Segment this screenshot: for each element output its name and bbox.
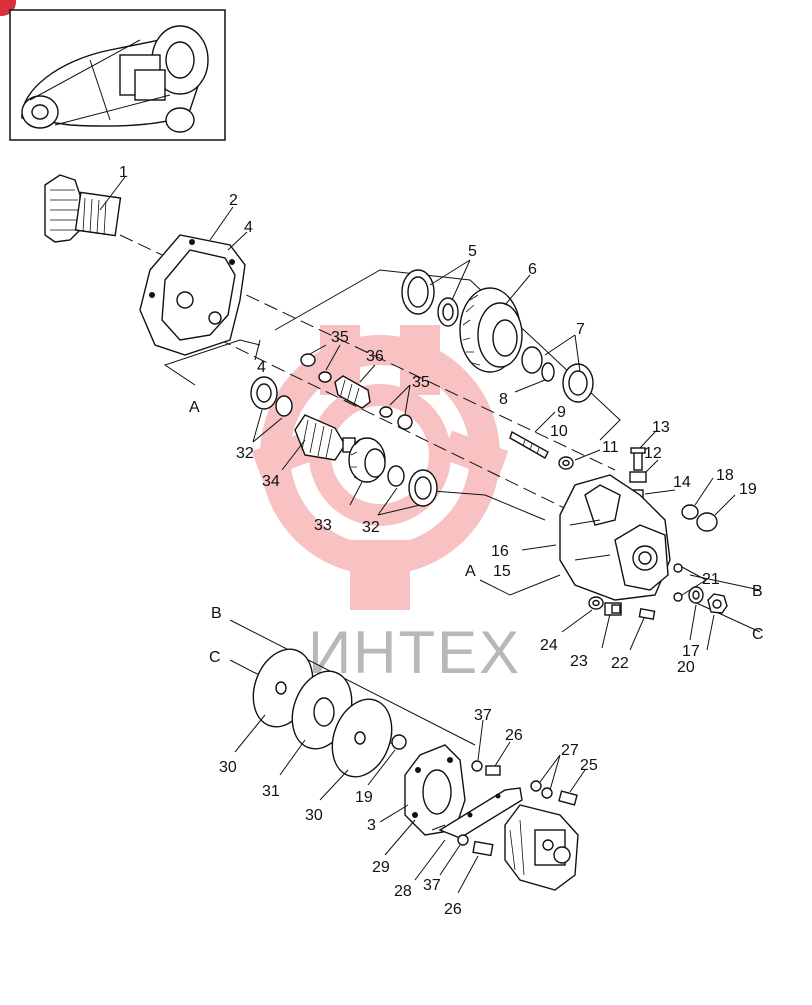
part-16-gearbox-housing	[559, 474, 671, 601]
part-33-gear	[348, 437, 386, 483]
label-part-31: 31	[262, 783, 280, 800]
label-part-19b: 19	[355, 789, 373, 806]
part-12-nut	[629, 471, 647, 483]
label-part-2: 2	[229, 192, 238, 209]
corner-badge	[0, 0, 16, 16]
leader-lines	[99, 176, 736, 894]
part-17-washer	[688, 586, 704, 604]
part-37-washers	[457, 760, 483, 846]
part-6-gear	[459, 287, 523, 373]
label-part-28: 28	[394, 883, 412, 900]
part-1-sprocket-shaft	[44, 174, 122, 243]
label-part-12: 12	[644, 445, 662, 462]
label-part-35a: 35	[331, 329, 349, 346]
label-part-20: 20	[677, 659, 695, 676]
part-24-washer	[588, 596, 604, 610]
label-part-32a: 32	[236, 445, 254, 462]
label-part-1: 1	[119, 164, 128, 181]
label-part-4a: 4	[244, 219, 253, 236]
label-part-11: 11	[602, 439, 619, 456]
label-part-6: 6	[528, 261, 537, 278]
label-part-14: 14	[673, 474, 691, 491]
part-19-cap	[696, 512, 718, 532]
label-part-30b: 30	[305, 807, 323, 824]
part-8-snap-ring	[541, 362, 555, 382]
label-part-35b: 35	[412, 374, 430, 391]
label-part-19a: 19	[739, 481, 757, 498]
part-5-bearings	[401, 269, 459, 327]
part-27-washers	[530, 780, 553, 799]
label-part-27: 27	[561, 742, 579, 759]
label-connector-A1: A	[189, 399, 200, 416]
part-22-screw	[638, 608, 656, 620]
label-part-21: 21	[702, 571, 720, 588]
part-20-nut	[707, 593, 728, 614]
label-connector-B1: B	[752, 583, 763, 600]
label-part-17: 17	[682, 643, 700, 660]
label-part-10: 10	[550, 423, 568, 440]
watermark-text: ИНТЕХ	[308, 619, 521, 686]
part-18-plug	[681, 504, 699, 520]
label-part-4b: 4	[257, 359, 266, 376]
part-30-disc-right	[331, 698, 393, 778]
part-35-bearings	[300, 353, 413, 430]
part-19-cap-lower	[391, 734, 407, 750]
label-part-25: 25	[580, 757, 598, 774]
label-part-9: 9	[557, 404, 566, 421]
label-part-30a: 30	[219, 759, 237, 776]
label-part-15: 15	[493, 563, 511, 580]
label-part-3: 3	[367, 817, 376, 834]
part-36-shaft	[334, 375, 371, 409]
part-9-pin	[509, 430, 549, 459]
label-connector-B2: B	[211, 605, 222, 622]
label-part-18: 18	[716, 467, 734, 484]
label-connector-C1: C	[752, 626, 764, 643]
part-29-gasket	[431, 824, 446, 831]
part-23-bolt	[604, 602, 622, 616]
label-part-37b: 37	[423, 877, 441, 894]
part-labels: 1 2 4 4 5 6 7 8 9 10 11 12 13 14 18 19 1…	[119, 164, 764, 918]
lower-axis-b	[229, 619, 476, 746]
part-28-bracket	[438, 787, 523, 839]
label-part-24: 24	[540, 637, 558, 654]
label-part-7: 7	[576, 321, 585, 338]
label-part-8: 8	[499, 391, 508, 408]
part-2-housing	[139, 234, 246, 356]
part-11-washer	[558, 456, 574, 470]
part-21-washers	[673, 563, 683, 602]
label-part-26b: 26	[444, 901, 462, 918]
label-part-34: 34	[262, 473, 280, 490]
label-part-5: 5	[468, 243, 477, 260]
part-7-bearings	[521, 346, 594, 403]
label-part-22: 22	[611, 655, 629, 672]
label-part-23: 23	[570, 653, 588, 670]
part-25-bolt	[558, 790, 578, 806]
label-part-32b: 32	[362, 519, 380, 536]
label-connector-C2: C	[209, 649, 221, 666]
label-part-29: 29	[372, 859, 390, 876]
part-32-bearings	[250, 376, 438, 507]
label-part-26a: 26	[505, 727, 523, 744]
label-part-13: 13	[652, 419, 670, 436]
part-3-adapter-plate	[404, 744, 466, 836]
label-part-33: 33	[314, 517, 332, 534]
hydraulic-pump	[504, 804, 579, 891]
label-connector-A2: A	[465, 563, 476, 580]
part-26-bolts	[472, 765, 501, 857]
overview-thumbnail	[9, 9, 226, 141]
part-13-breather	[630, 447, 646, 471]
label-part-16: 16	[491, 543, 509, 560]
label-part-36: 36	[366, 348, 384, 365]
label-part-37a: 37	[474, 707, 492, 724]
